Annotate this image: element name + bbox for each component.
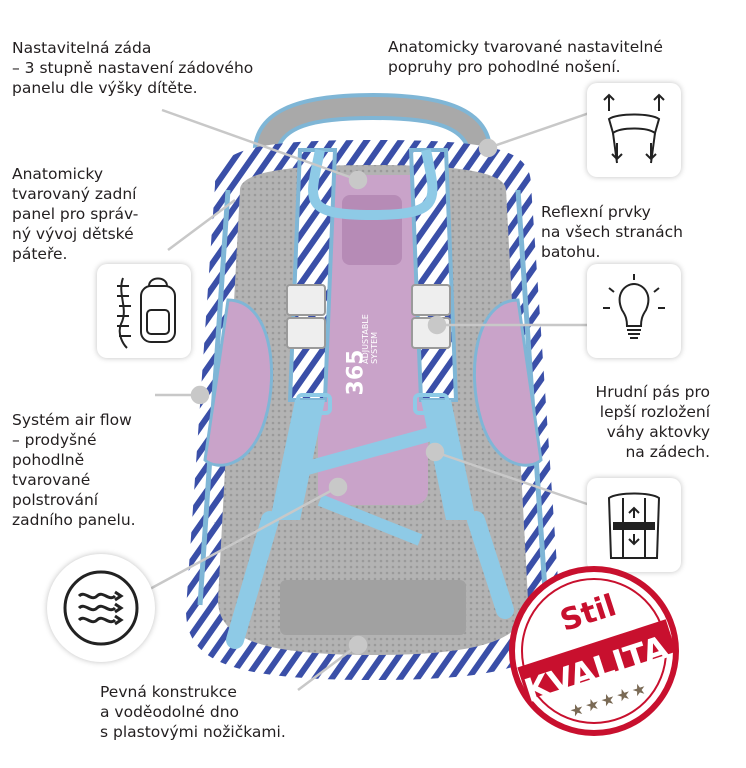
callout-chest-strap: Hrudní pás pro lepší rozložení váhy akto… [595,383,710,461]
air-flow-waves-icon [47,554,155,662]
callout-bottom: Pevná konstrukce a voděodolné dno s plas… [100,683,286,741]
light-bulb-icon [587,264,681,358]
callout-back-panel: Anatomicky tvarovaný zadní panel pro spr… [12,165,139,263]
chest-strap-icon [587,478,681,572]
callout-air-flow: Systém air flow – prodyšné pohodlně tvar… [12,411,136,529]
callout-reflective: Reflexní prvky na všech stranách batohu. [541,203,683,261]
spine-backpack-icon [97,264,191,358]
callout-straps: Anatomicky tvarované nastavitelné popruh… [388,38,663,76]
quality-stamp [509,566,679,736]
callout-adjustable-back: Nastavitelná záda – 3 stupně nastavení z… [12,39,254,97]
bag-system-label: ADJUSTABLE SYSTEM [360,314,379,364]
shoulder-straps-arrows-icon [587,83,681,177]
